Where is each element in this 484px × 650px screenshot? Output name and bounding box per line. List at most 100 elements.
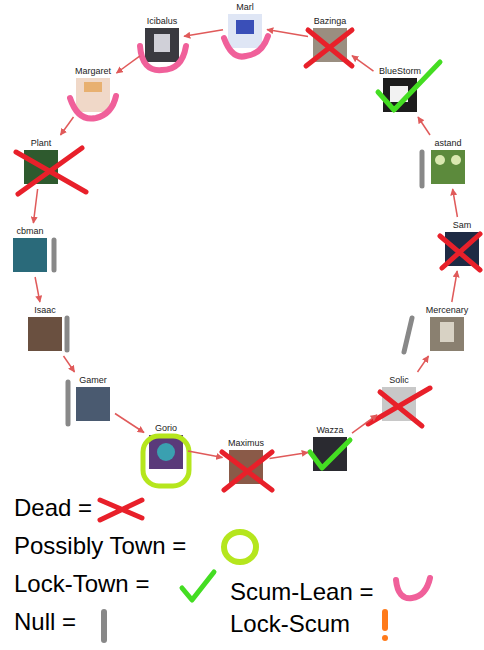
vote-arrow <box>188 451 223 458</box>
lock-town-mark <box>310 440 350 468</box>
dead-mark <box>440 234 480 270</box>
avatar <box>145 28 179 62</box>
avatar-slot <box>382 387 416 421</box>
dead-mark <box>222 452 272 490</box>
vote-arrow <box>33 189 37 223</box>
vote-arrow <box>184 30 223 37</box>
player-name: Gamer <box>74 375 112 386</box>
player-name: Icibalus <box>143 16 181 27</box>
player-name: cbman <box>11 226 49 237</box>
vote-arrow <box>352 56 374 71</box>
lock-scum-sample <box>382 635 388 641</box>
legend-samples <box>100 500 430 641</box>
avatar-slot <box>145 28 179 62</box>
player-name: Marl <box>226 2 264 13</box>
avatar <box>149 435 183 469</box>
status-marks <box>16 30 480 490</box>
avatar-slot <box>383 78 417 112</box>
player-name: BlueStorm <box>377 66 424 77</box>
avatar-slot <box>313 437 347 471</box>
avatar <box>84 82 102 92</box>
avatars <box>13 14 479 484</box>
vote-arrow <box>418 356 429 372</box>
null-mark <box>52 240 57 270</box>
player-node: Solic <box>380 375 418 423</box>
legend-text: Scum-Lean = <box>230 578 373 606</box>
player-node: Gamer <box>74 375 112 423</box>
avatar <box>435 155 445 165</box>
player-node: Isaac <box>26 305 64 353</box>
player-node: Sam <box>443 220 481 268</box>
avatar-slot <box>430 317 464 351</box>
dead-sample <box>100 500 142 520</box>
avatar-slot <box>24 150 58 184</box>
null-mark <box>66 382 71 424</box>
scum-lean-mark <box>140 46 186 70</box>
possibly-town-sample <box>224 532 256 562</box>
player-node: Margaret <box>73 66 114 114</box>
avatar <box>13 238 47 272</box>
player-name: Wazza <box>311 425 349 436</box>
avatar <box>157 443 175 461</box>
player-name: Margaret <box>73 66 114 77</box>
player-node: Wazza <box>311 425 349 473</box>
vote-arrow <box>64 356 75 372</box>
avatar-slot <box>28 317 62 351</box>
avatar <box>236 20 254 34</box>
avatar <box>431 150 465 184</box>
avatar-slot <box>228 14 262 48</box>
vote-arrow <box>270 452 309 458</box>
null-mark <box>420 152 425 186</box>
legend-text: Possibly Town = <box>14 532 186 560</box>
player-name: Maximus <box>226 438 267 449</box>
legend-text: Lock-Scum <box>230 610 350 638</box>
player-node: Gorio <box>147 423 185 471</box>
vote-arrow <box>117 56 141 73</box>
dead-mark <box>368 388 430 426</box>
vote-arrow <box>452 271 457 302</box>
player-node: cbman <box>11 226 49 274</box>
player-node: Marl <box>226 2 264 50</box>
player-node: Icibalus <box>143 16 181 64</box>
player-name: Solic <box>380 375 418 386</box>
player-name: Isaac <box>26 305 64 316</box>
avatar-slot <box>149 435 183 469</box>
vote-arrow <box>418 117 430 135</box>
player-node: Plant <box>22 138 60 186</box>
avatar-slot <box>445 232 479 266</box>
player-node: BlueStorm <box>377 66 424 114</box>
possibly-town-mark <box>143 436 189 486</box>
scum-lean-sample <box>396 578 430 598</box>
vote-arrow <box>352 415 377 433</box>
player-name: astand <box>429 138 467 149</box>
player-name: Mercenary <box>424 305 471 316</box>
vote-arrow <box>61 117 74 135</box>
vote-arrow <box>453 189 458 217</box>
avatar <box>430 317 464 351</box>
vote-arrow <box>267 30 308 37</box>
lock-town-sample <box>182 572 214 600</box>
player-node: Mercenary <box>424 305 471 353</box>
dead-mark <box>16 148 86 194</box>
player-name: Plant <box>22 138 60 149</box>
avatar-slot <box>13 238 47 272</box>
lock-scum-sample <box>382 612 388 628</box>
player-name: Sam <box>443 220 481 231</box>
avatar-slot <box>431 150 465 184</box>
legend-text: Lock-Town = <box>14 570 149 598</box>
vote-arrow <box>35 277 40 302</box>
scum-lean-mark <box>224 36 268 57</box>
player-node: Maximus <box>226 438 267 486</box>
avatar-slot <box>76 387 110 421</box>
scum-lean-mark <box>70 96 116 119</box>
dead-mark <box>306 30 352 66</box>
player-name: Bazinga <box>311 16 349 27</box>
null-mark <box>404 318 412 352</box>
avatar <box>440 322 454 342</box>
legend-text: Null = <box>14 608 76 636</box>
null-sample <box>101 612 107 640</box>
player-node: Bazinga <box>311 16 349 64</box>
avatar <box>76 387 110 421</box>
vote-arrow <box>115 414 144 433</box>
avatar-slot <box>313 28 347 62</box>
